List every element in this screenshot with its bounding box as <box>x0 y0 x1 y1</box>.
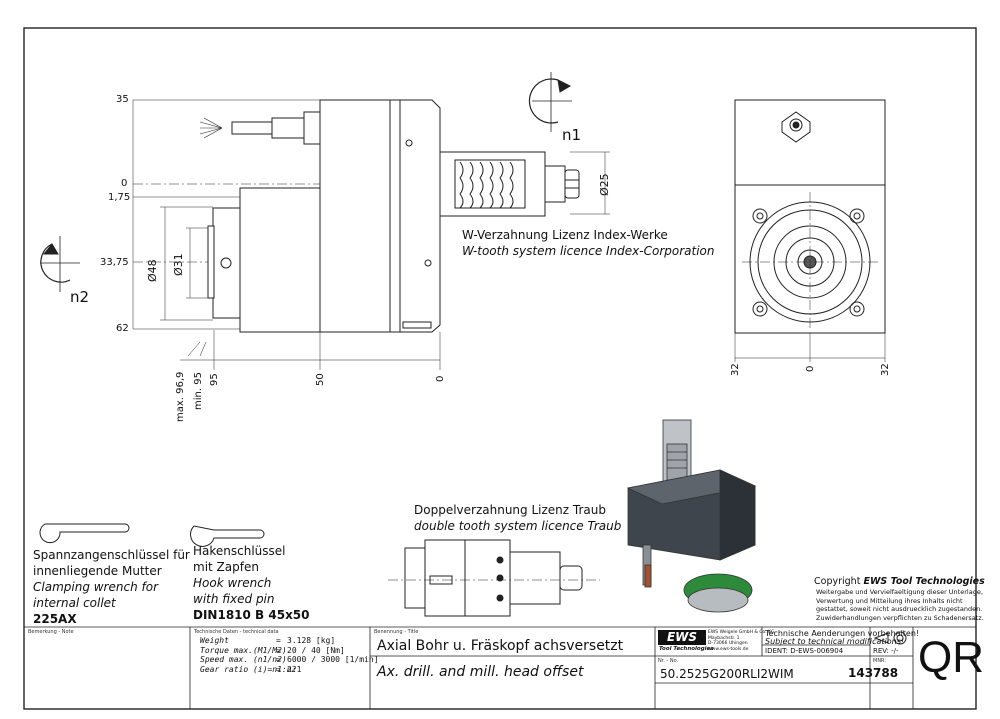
ews-logo-sub: Tool Technologies <box>659 646 714 652</box>
traub-view <box>388 539 600 617</box>
company-address: EWS Weigele GmbH & Co. KG Maybachstr. 1 … <box>708 630 775 652</box>
dim-side-center: 0 <box>805 365 816 372</box>
dim-top-33-75: 33,75 <box>100 257 129 268</box>
rotation-n2-label: n2 <box>70 288 90 306</box>
hook-wrench-illustration <box>190 525 265 547</box>
wrench2-en-line2: with fixed pin <box>193 592 275 606</box>
dim-bottom-50: 50 <box>315 373 326 386</box>
copyright-title: Copyright EWS Tool Technologies <box>814 576 985 587</box>
title-en: Ax. drill. and mill. head offset <box>377 664 584 680</box>
dim-bottom-min: min. 95 <box>193 372 204 410</box>
clamping-wrench-illustration <box>39 523 130 544</box>
number-label: Nr. - No. <box>658 658 679 664</box>
double-tooth-note-de: Doppelverzahnung Lizenz Traub <box>414 503 606 517</box>
dim-top-62: 62 <box>116 323 129 334</box>
title-block-frame <box>24 626 976 709</box>
product-render <box>626 419 757 613</box>
dim-bottom-max: max. 96,9 <box>175 371 186 422</box>
part-number: 50.2525G200RLI2WIM <box>660 667 794 681</box>
double-tooth-note-en: double tooth system licence Traub <box>414 519 622 533</box>
dim-diameter-25: Ø25 <box>598 173 611 196</box>
techdata-label: Technische Daten - technical data <box>194 629 279 635</box>
projection-symbol-icon <box>873 631 907 645</box>
ident-field: IDENT: D-EWS-006904 <box>765 647 844 655</box>
wrench1-de-line1: Spannzangenschlüssel für <box>33 548 190 562</box>
qr-label: QR <box>918 633 984 682</box>
wrench1-en-line1: Clamping wrench for <box>33 580 158 594</box>
dim-diameter-48: Ø48 <box>146 259 159 282</box>
wrench1-code: 225AX <box>33 612 77 626</box>
side-view <box>734 99 886 362</box>
remark-label: Bemerkung - Note <box>28 629 74 635</box>
spec-equals: = = = = <box>276 636 281 674</box>
dim-bottom-95: 95 <box>209 373 220 386</box>
spec-values: 3.128 [kg] 20 / 40 [Nm] 6000 / 3000 [1/m… <box>287 636 379 674</box>
changes-en: Subject to technical modifications! <box>765 637 905 646</box>
mnr-label: MNR: <box>873 658 887 664</box>
w-tooth-note-de: W-Verzahnung Lizenz Index-Werke <box>462 228 668 242</box>
wrench2-de-line2: mit Zapfen <box>193 560 259 574</box>
dim-top-0: 0 <box>121 178 128 189</box>
changes-de: Technische Aenderungen vorbehalten! <box>765 629 920 638</box>
wrench1-de-line2: innenliegende Mutter <box>33 564 162 578</box>
rev-field: REV: -/- <box>873 647 899 655</box>
title-label: Benennung - Title <box>374 629 419 635</box>
dim-top-35: 35 <box>116 94 129 105</box>
copyright-text: Weitergabe und Vervielfaeltigung dieser … <box>816 588 984 622</box>
spec-labels: Weight Torque max.(M1/M2) Speed max. (n1… <box>200 636 297 674</box>
dim-bottom-0: 0 <box>435 375 446 382</box>
title-de: Axial Bohr u. Fräskopf achsversetzt <box>377 638 624 654</box>
ews-logo: EWS <box>658 630 706 645</box>
dim-diameter-31: Ø31 <box>172 253 185 276</box>
dim-side-right: 32 <box>880 363 891 376</box>
mnr-value: 143788 <box>848 666 899 680</box>
rotation-n1-label: n1 <box>562 126 582 144</box>
dim-top-1-75: 1,75 <box>108 192 131 203</box>
front-view <box>40 72 610 370</box>
wrench2-en-line1: Hook wrench <box>193 576 272 590</box>
w-tooth-note-en: W-tooth system licence Index-Corporation <box>462 244 715 258</box>
wrench2-de-line1: Hakenschlüssel <box>193 544 286 558</box>
wrench2-code: DIN1810 B 45x50 <box>193 608 310 622</box>
dim-side-left: 32 <box>730 363 741 376</box>
wrench1-en-line2: internal collet <box>33 596 116 610</box>
